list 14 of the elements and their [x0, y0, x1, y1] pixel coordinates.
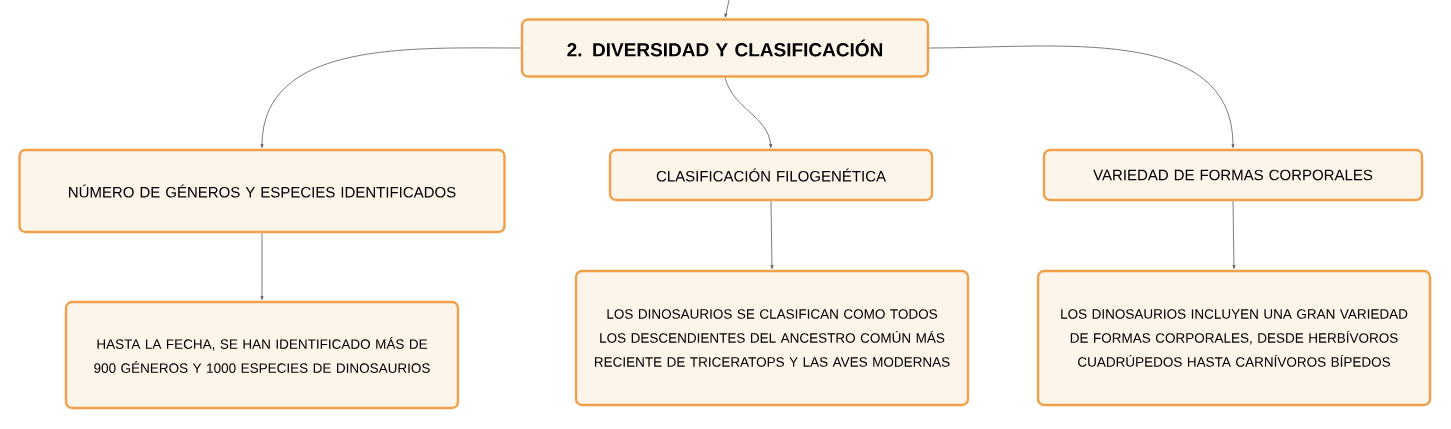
description-box: LOS DINOSAURIOS SE CLASIFICAN COMO TODOS LOS DESCENDIENTES DEL ANCESTRO COMÚN MÁS RECIENTE DE TRICERATOPS Y LAS AVES MODERNAS	[574, 269, 970, 407]
description-box: HASTA LA FECHA, SE HAN IDENTIFICADO MÁS DE 900 GÉNEROS Y 1000 ESPECIES DE DINOSAURIOS	[64, 300, 460, 410]
description-box: LOS DINOSAURIOS INCLUYEN UNA GRAN VARIEDAD DE FORMAS CORPORALES, DESDE HERBÍVOROS CUADRÚPEDOS HASTA CARNÍVOROS BÍPEDOS	[1036, 269, 1432, 407]
topic-box: VARIEDAD DE FORMAS CORPORALES	[1042, 148, 1424, 202]
arrow	[770, 200, 774, 269]
arrow	[260, 232, 264, 300]
title-box: 2. DIVERSIDAD Y CLASIFICACIÓN	[520, 18, 930, 78]
arrow	[928, 45, 1235, 148]
arrow	[724, 0, 730, 18]
topic-box: CLASIFICACIÓN FILOGENÉTICA	[608, 148, 934, 202]
topic-box: NÚMERO DE GÉNEROS Y ESPECIES IDENTIFICADOS	[18, 148, 506, 234]
arrow	[724, 77, 773, 148]
arrow	[260, 47, 522, 148]
arrow	[1232, 200, 1236, 269]
